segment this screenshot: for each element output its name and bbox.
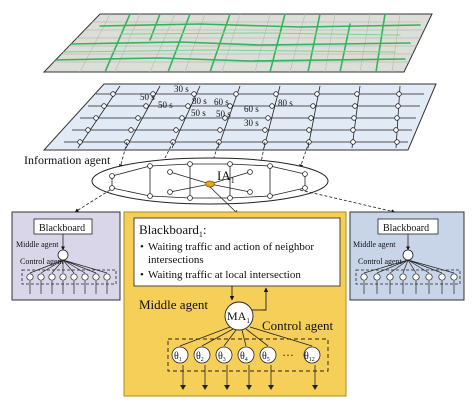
ma-node	[224, 301, 254, 331]
intersection-network-layer: 30 s 50 s 80 s 50 s 60 s 80 s 30 s 60 s …	[42, 83, 437, 151]
speed-label: 30 s	[174, 84, 189, 94]
bullet-1-line2: intersections	[148, 254, 204, 266]
right-blackboard-label: Blackboard	[383, 223, 429, 234]
theta-node	[215, 346, 233, 364]
agent-to-panel-arrows	[74, 186, 396, 215]
theta-node	[303, 346, 321, 364]
theta-node	[193, 346, 211, 364]
theta-label: θ3	[218, 351, 226, 363]
theta-label: θ2	[196, 351, 204, 363]
center-blackboard-box	[133, 217, 341, 287]
bullet-1-line1: Waiting traffic and action of neighbor	[148, 241, 314, 253]
theta-node	[237, 346, 255, 364]
left-middle-agent-label: Middle agent	[16, 240, 59, 249]
information-agent-label: Information agent	[24, 153, 111, 167]
left-control-agent-label: Control agent	[20, 257, 65, 266]
speed-label: 50 s	[216, 109, 231, 119]
bullet-2: Waiting traffic at local intersection	[148, 269, 301, 281]
ellipsis-label: ···	[282, 348, 294, 362]
information-agent-layer: Information agent IA1	[24, 153, 329, 205]
speed-label: 60 s	[214, 97, 229, 107]
center-intersection-panel: Blackboard1: • Waiting traffic and actio…	[123, 211, 347, 397]
center-blackboard-title: Blackboard1:	[139, 222, 207, 239]
speed-label: 80 s	[278, 98, 293, 108]
map-layer	[42, 13, 433, 73]
map-plane	[42, 13, 433, 73]
map-roads	[44, 14, 426, 72]
bullet-icon: •	[140, 269, 144, 281]
ia-node	[205, 180, 215, 188]
right-middle-agent-label: Middle agent	[353, 240, 396, 249]
speed-label: 50 s	[191, 108, 206, 118]
center-control-agent-label: Control agent	[262, 318, 334, 333]
theta-label: θ4	[240, 351, 248, 363]
network-plane	[42, 83, 437, 151]
ma-label: MA1	[227, 309, 250, 325]
bullet-icon: •	[140, 241, 144, 253]
left-intersection-panel: Blackboard Middle agent Control agent	[11, 211, 121, 301]
theta-node	[171, 346, 189, 364]
theta-label: θ1	[174, 351, 182, 363]
control-agent-group	[167, 338, 329, 372]
speed-label: 30 s	[244, 118, 259, 128]
speed-label: 50 s	[140, 92, 155, 102]
ia-label: IA1	[217, 168, 235, 185]
theta-node	[259, 346, 277, 364]
speed-label: 60 s	[244, 104, 259, 114]
right-control-agent-label: Control agent	[358, 257, 403, 266]
speed-label: 50 s	[158, 100, 173, 110]
center-middle-agent-label: Middle agent	[139, 297, 208, 312]
left-blackboard-label: Blackboard	[39, 223, 85, 234]
theta-label: θ5	[262, 351, 270, 363]
speed-label: 80 s	[192, 96, 207, 106]
theta-label: θ12	[304, 351, 315, 363]
right-intersection-panel: Blackboard Middle agent Control agent	[349, 211, 465, 301]
